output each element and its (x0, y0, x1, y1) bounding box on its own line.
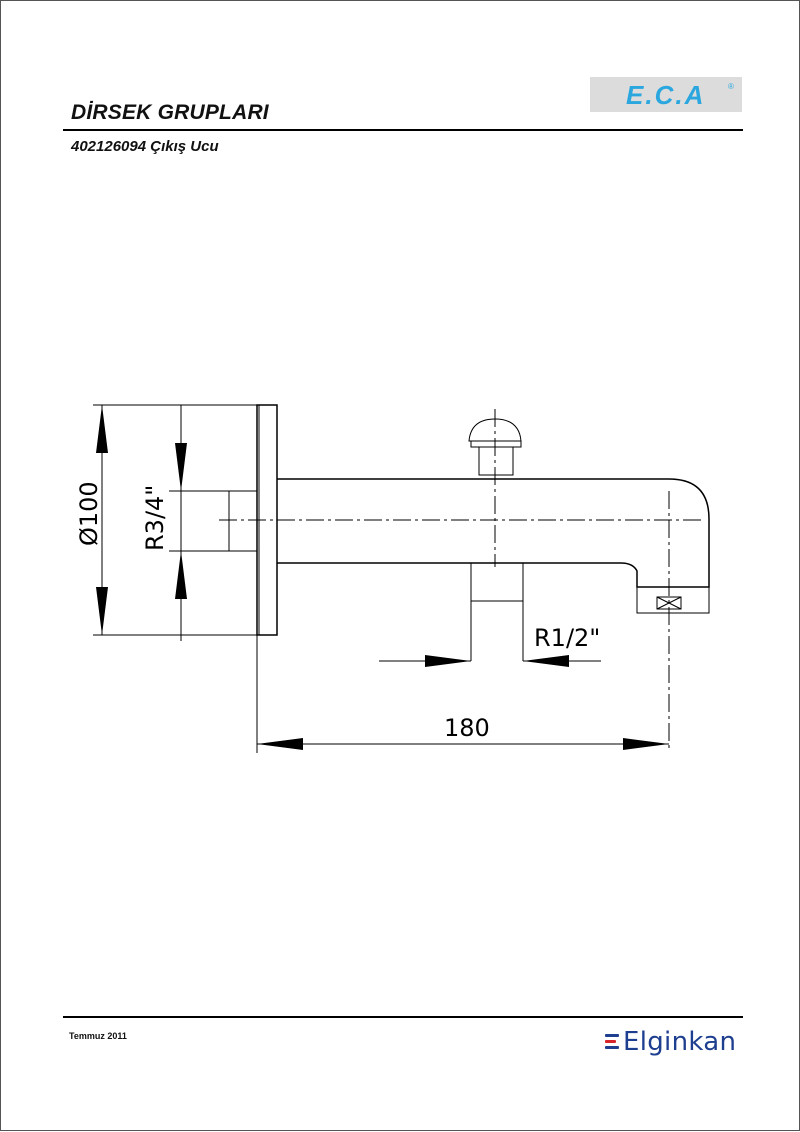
product-code-title: 402126094 Çıkış Ucu (71, 138, 219, 155)
registered-mark: ® (728, 82, 734, 91)
dimension-inlet-thread: R3/4" (141, 485, 169, 551)
dimension-outlet-thread: R1/2" (534, 624, 600, 652)
outlet-stub (470, 562, 524, 602)
elginkan-logo: Elginkan (605, 1025, 736, 1059)
eca-logo: E.C.A ® (590, 77, 742, 112)
header-divider (63, 129, 743, 131)
footer-divider (63, 1016, 743, 1018)
diverter-stem (478, 446, 514, 476)
dimension-diameter: Ø100 (75, 481, 103, 546)
spout-aerator (636, 586, 710, 614)
footer-date: Temmuz 2011 (69, 1031, 127, 1041)
elginkan-wordmark: Elginkan (623, 1027, 737, 1057)
eca-logo-text: E.C.A (626, 80, 705, 110)
elginkan-mark-icon (605, 1033, 619, 1051)
spout-body (277, 478, 710, 588)
page-title: DİRSEK GRUPLARI (71, 101, 269, 124)
inlet-thread (228, 490, 258, 552)
dimension-length: 180 (444, 714, 490, 742)
